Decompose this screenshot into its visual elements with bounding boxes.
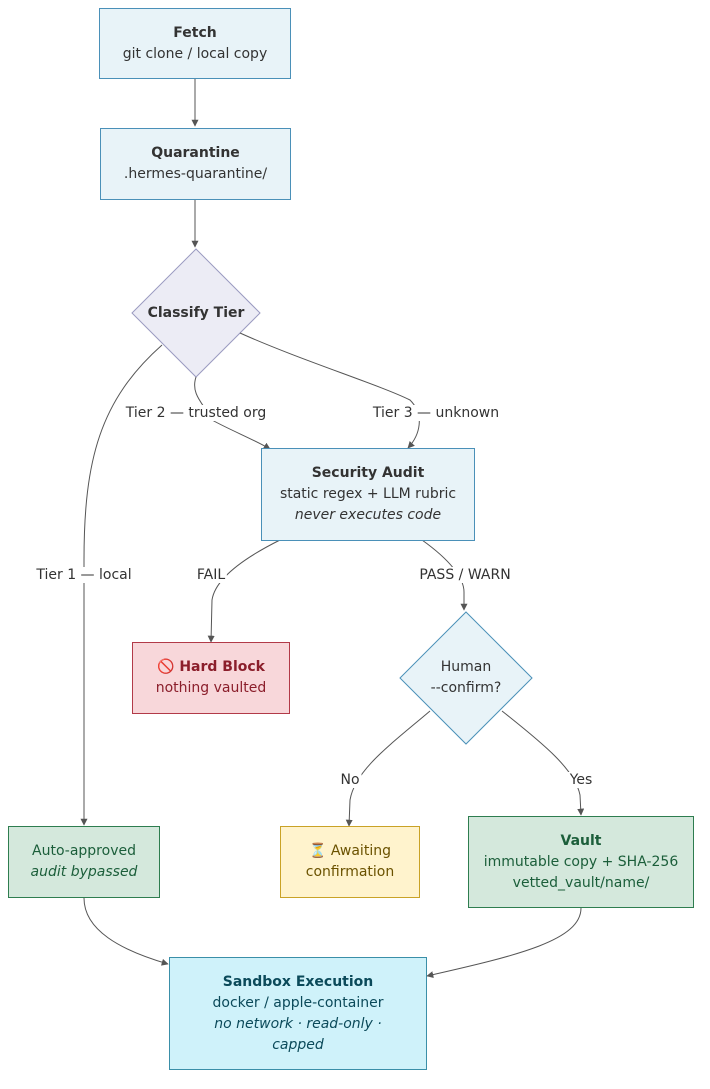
security-audit-title: Security Audit [311, 465, 425, 481]
fetch-node: Fetch git clone / local copy [99, 8, 291, 79]
edge-vault-sandbox [426, 907, 582, 979]
fetch-subtitle: git clone / local copy [122, 45, 268, 62]
edge-label-pass: PASS / WARN [417, 567, 513, 583]
hard-block-title: 🚫 Hard Block [157, 659, 265, 675]
edge-yes [501, 710, 585, 816]
auto-approved-line2: audit bypassed [30, 864, 138, 880]
auto-approved-line1: Auto-approved [32, 843, 136, 859]
quarantine-node: Quarantine .hermes-quarantine/ [100, 128, 291, 200]
edge-fail [207, 539, 281, 643]
edge-label-fail: FAIL [194, 567, 228, 583]
sandbox-line3: capped [272, 1036, 324, 1053]
security-audit-line2: never executes code [294, 507, 442, 523]
edge-tier1 [80, 344, 163, 826]
hard-block-subtitle: nothing vaulted [155, 680, 267, 696]
sandbox-line2: no network · read-only · [214, 1015, 382, 1032]
human-confirm-diamond [399, 611, 533, 745]
auto-approved-node: Auto-approved audit bypassed [8, 826, 160, 898]
awaiting-node: ⏳ Awaiting confirmation [280, 826, 420, 898]
classify-tier-label-box: Classify Tier [132, 293, 260, 333]
quarantine-subtitle: .hermes-quarantine/ [123, 166, 268, 182]
classify-tier-title: Classify Tier [147, 304, 245, 321]
vault-line1: immutable copy + SHA-256 [483, 853, 679, 870]
sandbox-line1: docker / apple-container [212, 994, 384, 1011]
edge-label-yes: Yes [567, 772, 595, 788]
edge-label-tier2: Tier 2 — trusted org [123, 405, 269, 421]
fetch-title: Fetch [173, 24, 217, 41]
security-audit-line1: static regex + LLM rubric [279, 486, 457, 502]
hard-block-node: 🚫 Hard Block nothing vaulted [132, 642, 290, 714]
vault-node: Vault immutable copy + SHA-256 vetted_va… [468, 816, 694, 908]
edge-label-tier3: Tier 3 — unknown [370, 405, 502, 421]
awaiting-line1: ⏳ Awaiting [309, 843, 391, 859]
security-audit-node: Security Audit static regex + LLM rubric… [261, 448, 475, 541]
human-confirm-line1: Human [440, 659, 492, 675]
edge-label-no: No [338, 772, 362, 788]
human-confirm-line2: --confirm? [430, 680, 502, 696]
sandbox-node: Sandbox Execution docker / apple-contain… [169, 957, 427, 1070]
edge-label-tier1: Tier 1 — local [34, 567, 134, 583]
vault-title: Vault [560, 832, 602, 849]
quarantine-title: Quarantine [151, 145, 240, 161]
human-confirm-label-box: Human --confirm? [410, 656, 522, 700]
sandbox-title: Sandbox Execution [222, 973, 374, 990]
edge-tier3 [239, 332, 420, 449]
edge-auto-sandbox [83, 897, 169, 966]
awaiting-line2: confirmation [305, 864, 395, 880]
edge-no [345, 710, 431, 827]
vault-line2: vetted_vault/name/ [512, 874, 650, 891]
